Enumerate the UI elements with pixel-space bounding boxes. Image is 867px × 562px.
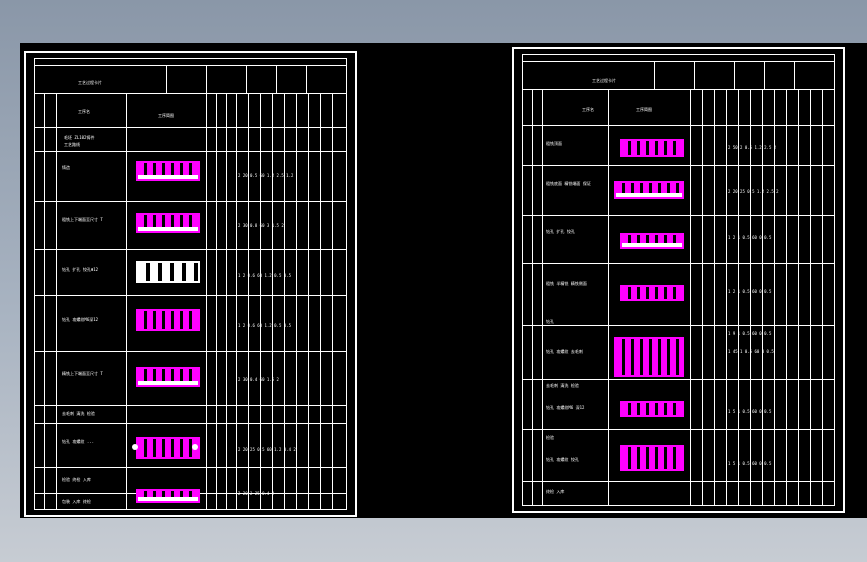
right-row-0-text: 粗铣顶面 — [546, 141, 562, 146]
right-row-3-text: 粗铣 半精铣 精铣侧面 — [546, 281, 587, 286]
left-part-sketch-5 — [136, 367, 200, 387]
left-row-1-nums: 2 30 0.8 60 3 1.5 2 — [238, 223, 284, 228]
right-row-9-text: 钻孔 攻螺纹 铰孔 — [546, 457, 579, 462]
left-part-sketch-2 — [136, 213, 200, 233]
right-part-sketch-3 — [620, 233, 684, 249]
cad-drawing-viewport[interactable]: 工艺过程卡片 工序名 工序简图 毛坯 ZL102铸件 工艺路线 — [20, 43, 867, 518]
left-col-sketch-header: 工序简图 — [158, 113, 174, 118]
right-row-10-text: 终检 入库 — [546, 489, 565, 494]
left-note-1: 工艺路线 — [64, 142, 80, 147]
left-row-3-text: 钻孔 攻螺纹M6深12 — [62, 317, 99, 322]
right-col-sketch-header: 工序简图 — [636, 107, 652, 112]
left-part-sketch-3 — [136, 261, 200, 283]
left-title-block: 工艺过程卡片 — [78, 80, 102, 85]
right-row-6-text: 去毛刺 清洗 检验 — [546, 383, 579, 388]
right-part-sketch-4 — [620, 285, 684, 301]
right-row-4-text: 钻孔 — [546, 319, 554, 324]
right-row-1-nums: 2 20 25 0.5 1.2 2.5 2 — [728, 189, 779, 194]
right-part-sketch-7 — [620, 445, 684, 471]
right-row-7-nums: 1 5 1 0.5 60 0 0.5 — [728, 409, 772, 414]
left-note-0: 毛坯 ZL102铸件 — [64, 135, 95, 140]
left-part-sketch-7 — [136, 489, 200, 503]
right-row-9-nums: 1 5 1 0.5 60 0 0.5 — [728, 461, 772, 466]
left-row-0-nums: 2 20 0.5 60 1.2 2.5 1.2 — [238, 173, 294, 178]
left-row-7-text: 检验 终检 入库 — [62, 477, 91, 482]
left-col-name-header: 工序名 — [78, 109, 90, 114]
right-sheet-border — [522, 54, 835, 506]
left-row-6-nums: 2 20 25 0.5 60 1.2 0.4 2 — [238, 447, 296, 452]
left-row-2-nums: 1 2 0.6 60 1.2 0.5 0.5 — [238, 273, 291, 278]
right-row-4-nums: 1 9 1 0.5 60 0 0.5 — [728, 331, 772, 336]
right-row-0-nums: 2 50 2 0.5 1.2 2.5 2 — [728, 145, 777, 150]
right-row-2-text: 钻孔 扩孔 铰孔 — [546, 229, 575, 234]
left-part-sketch-1 — [136, 161, 200, 181]
right-row-3-nums: 1 2 1 0.5 60 0 0.5 — [728, 289, 772, 294]
right-part-sketch-1 — [620, 139, 684, 157]
right-row-8-text: 检验 — [546, 435, 554, 440]
left-sheet-border — [34, 58, 347, 510]
right-part-sketch-2 — [614, 181, 684, 199]
left-row-3-nums: 1 2 0.6 60 1.2 0.5 0.5 — [238, 323, 291, 328]
left-row-4-text: 精铣上下端面至尺寸 T — [62, 371, 103, 376]
right-col-name-header: 工序名 — [582, 107, 594, 112]
right-row-2-nums: 1 2 1 0.5 60 0 0.5 — [728, 235, 772, 240]
left-row-4-nums: 2 30 0.4 60 1.5 2 — [238, 377, 279, 382]
left-row-8-text: 包装 入库 终检 — [62, 499, 91, 504]
left-row-5-text: 去毛刺 清洗 检验 — [62, 411, 95, 416]
right-row-1-text: 粗铣底面 精铣端面 保证 — [546, 181, 591, 186]
right-part-sketch-6 — [620, 401, 684, 417]
left-row-7-nums: 2 20 2 25 0.4 2 — [238, 491, 275, 496]
right-row-5-text: 钻孔 攻螺纹 去毛刺 — [546, 349, 583, 354]
right-part-sketch-5 — [614, 337, 684, 377]
left-part-sketch-6 — [136, 437, 200, 459]
right-title-block: 工艺过程卡片 — [592, 78, 616, 83]
right-process-sheet: 工艺过程卡片 工序名 工序简图 粗铣顶面 2 50 2 0.5 1.2 2.5 … — [512, 47, 845, 513]
left-row-2-text: 钻孔 扩孔 铰孔Φ12 — [62, 267, 99, 272]
left-row-6-text: 钻孔 攻螺纹 ... — [62, 439, 95, 444]
right-row-5-nums: 1 45 1 0.5 60 0 0.5 — [728, 349, 774, 354]
left-row-1-text: 粗铣上下端面至尺寸 T — [62, 217, 103, 222]
left-part-sketch-4 — [136, 309, 200, 331]
right-row-7-text: 钻孔 攻螺纹M6 深12 — [546, 405, 585, 410]
left-process-sheet: 工艺过程卡片 工序名 工序简图 毛坯 ZL102铸件 工艺路线 — [24, 51, 357, 517]
left-row-0-text: 铸造 — [62, 165, 70, 170]
